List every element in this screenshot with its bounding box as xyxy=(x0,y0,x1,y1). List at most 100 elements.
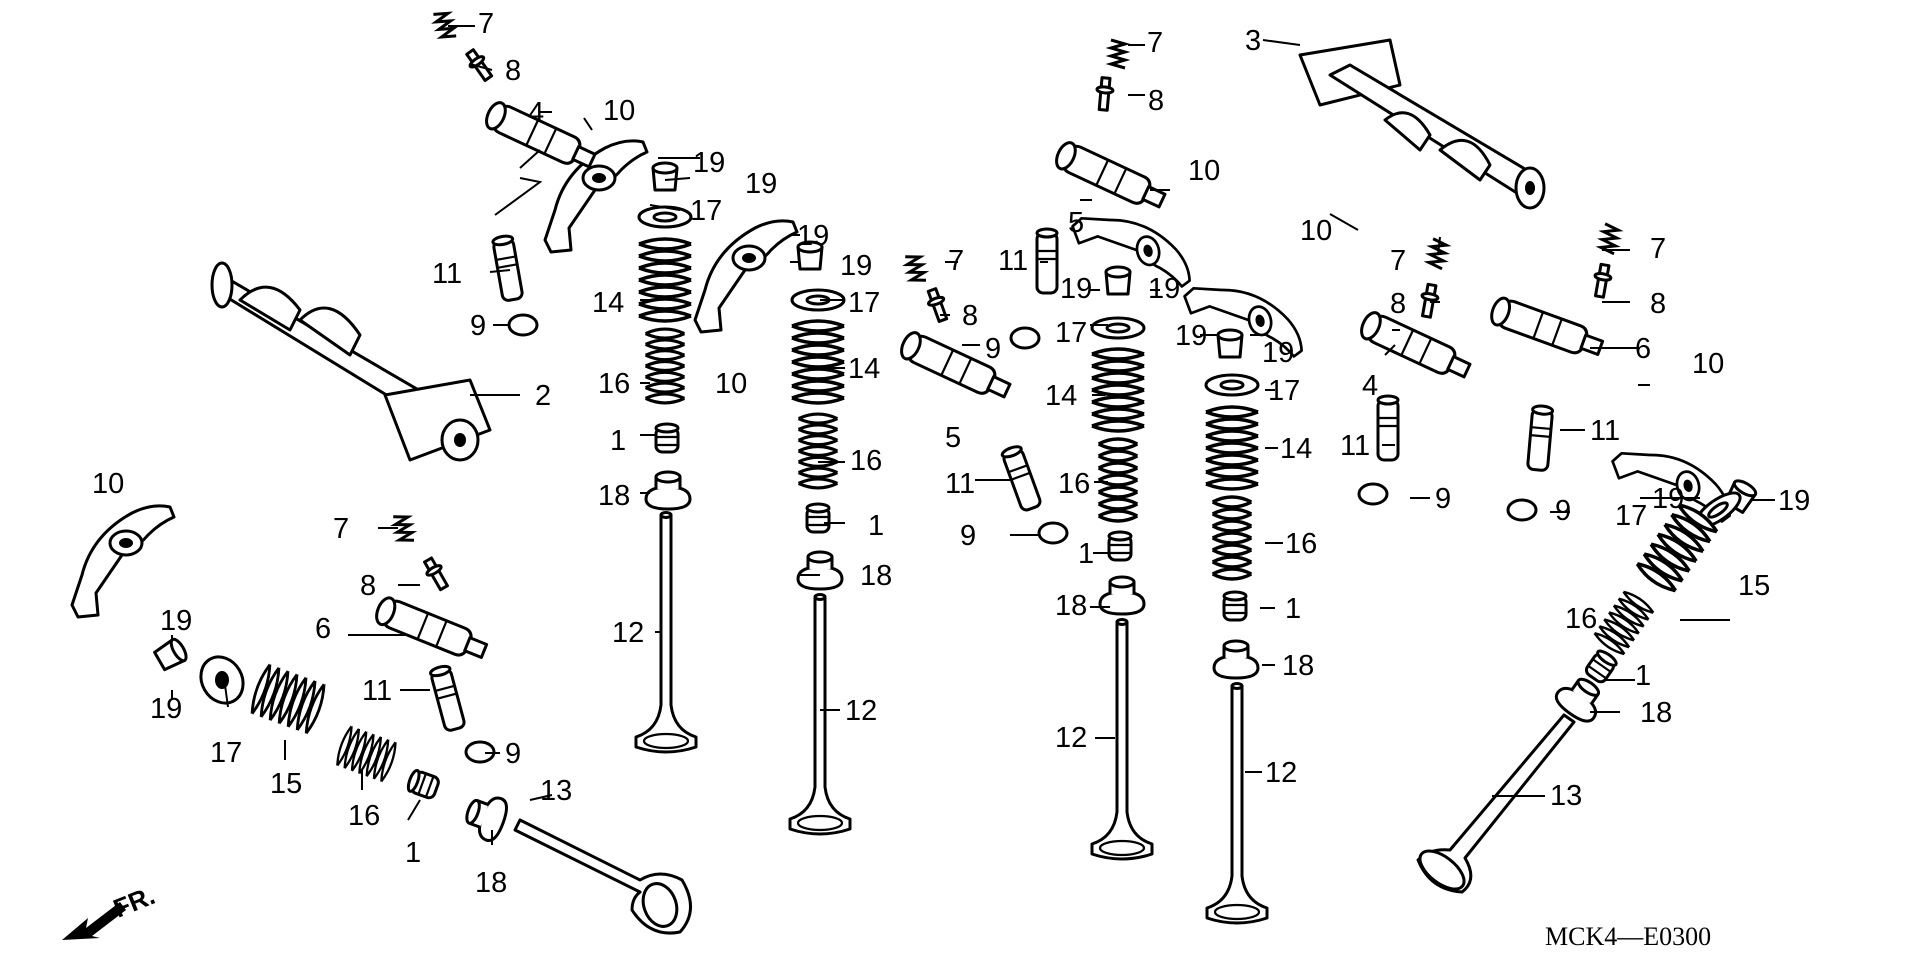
callout-14: 14 xyxy=(1280,433,1312,465)
callout-1: 1 xyxy=(1285,593,1301,625)
lifter xyxy=(1525,403,1555,473)
callout-1: 1 xyxy=(610,425,626,457)
valve-stack-b xyxy=(788,240,852,836)
spring xyxy=(1109,38,1127,70)
callout-19: 19 xyxy=(693,147,725,179)
callout-8: 8 xyxy=(360,570,376,602)
rocker-arm xyxy=(693,219,799,334)
washer xyxy=(507,313,539,337)
callout-17: 17 xyxy=(1615,500,1647,532)
rocker-shaft xyxy=(1486,294,1607,363)
callout-19: 19 xyxy=(1148,273,1180,305)
callout-6: 6 xyxy=(1635,333,1651,365)
callout-7: 7 xyxy=(333,513,349,545)
callout-14: 14 xyxy=(1045,380,1077,412)
callout-17: 17 xyxy=(690,195,722,227)
lifter xyxy=(1376,394,1400,462)
callout-7: 7 xyxy=(1147,27,1163,59)
callout-11: 11 xyxy=(998,245,1028,277)
callout-11: 11 xyxy=(1340,430,1370,462)
callout-5: 5 xyxy=(945,422,961,454)
callout-12: 12 xyxy=(1265,757,1297,789)
pin xyxy=(1093,75,1116,113)
callout-16: 16 xyxy=(1285,528,1317,560)
callout-16: 16 xyxy=(850,445,882,477)
callout-11: 11 xyxy=(945,468,975,500)
rocker-arm xyxy=(70,504,176,619)
callout-7: 7 xyxy=(948,245,964,277)
callout-17: 17 xyxy=(210,737,242,769)
callout-17: 17 xyxy=(1268,375,1300,407)
washer xyxy=(1009,326,1041,350)
spring xyxy=(903,251,928,286)
callout-17: 17 xyxy=(1055,317,1087,349)
rocker-shaft xyxy=(1051,138,1170,215)
lifter xyxy=(490,233,525,303)
pin xyxy=(1417,282,1442,320)
camshaft-left xyxy=(210,261,492,462)
callout-14: 14 xyxy=(848,353,880,385)
pin xyxy=(461,45,497,85)
callout-12: 12 xyxy=(845,695,877,727)
washer xyxy=(1037,521,1069,545)
callout-10: 10 xyxy=(603,95,635,127)
callout-19: 19 xyxy=(160,605,192,637)
callout-8: 8 xyxy=(1148,85,1164,117)
washer xyxy=(1357,482,1389,506)
callout-6: 6 xyxy=(315,613,331,645)
callout-9: 9 xyxy=(1435,483,1451,515)
callout-9: 9 xyxy=(505,738,521,770)
callout-18: 18 xyxy=(598,480,630,512)
pin xyxy=(419,554,453,594)
callout-15: 15 xyxy=(1738,570,1770,602)
callout-19: 19 xyxy=(150,693,182,725)
callout-8: 8 xyxy=(1650,288,1666,320)
lifter xyxy=(999,443,1044,514)
callout-9: 9 xyxy=(1555,495,1571,527)
callout-18: 18 xyxy=(475,867,507,899)
callout-12: 12 xyxy=(612,617,644,649)
valve-stack-right xyxy=(1416,476,1760,894)
callout-9: 9 xyxy=(985,333,1001,365)
callout-18: 18 xyxy=(1282,650,1314,682)
callout-7: 7 xyxy=(1650,233,1666,265)
callout-19: 19 xyxy=(840,250,872,282)
callout-11: 11 xyxy=(362,675,392,707)
valve-stack-left xyxy=(152,635,692,935)
callout-10: 10 xyxy=(1300,215,1332,247)
callout-2: 2 xyxy=(535,380,551,412)
callout-19: 19 xyxy=(1262,337,1294,369)
callout-4: 4 xyxy=(528,97,544,129)
callout-19: 19 xyxy=(1652,483,1684,515)
callout-18: 18 xyxy=(860,560,892,592)
callout-1: 1 xyxy=(868,510,884,542)
camshaft-right xyxy=(1298,38,1546,210)
callout-15: 15 xyxy=(270,768,302,800)
callout-numbers: 1 1 1 1 1 1 2 3 4 4 5 5 6 6 7 7 7 7 7 7 … xyxy=(92,8,1810,899)
callout-8: 8 xyxy=(962,300,978,332)
callout-1: 1 xyxy=(1635,660,1651,692)
callout-5: 5 xyxy=(1068,207,1084,239)
callout-17: 17 xyxy=(848,287,880,319)
washer xyxy=(1506,498,1538,522)
pin xyxy=(1590,262,1615,300)
callout-16: 16 xyxy=(1565,603,1597,635)
callout-16: 16 xyxy=(1058,468,1090,500)
callout-4: 4 xyxy=(1362,370,1378,402)
callout-3: 3 xyxy=(1245,25,1261,57)
diagram-code: MCK4—E0300 xyxy=(1545,922,1711,951)
callout-10: 10 xyxy=(715,368,747,400)
leader-lines xyxy=(171,25,1775,845)
callout-18: 18 xyxy=(1640,697,1672,729)
callout-14: 14 xyxy=(592,287,624,319)
callout-13: 13 xyxy=(1550,780,1582,812)
callout-19: 19 xyxy=(797,220,829,252)
lifter xyxy=(428,663,467,734)
callout-11: 11 xyxy=(432,258,462,290)
valve-stack-a xyxy=(634,161,698,754)
callout-9: 9 xyxy=(960,520,976,552)
callout-10: 10 xyxy=(92,468,124,500)
callout-19: 19 xyxy=(1060,273,1092,305)
callout-8: 8 xyxy=(505,55,521,87)
